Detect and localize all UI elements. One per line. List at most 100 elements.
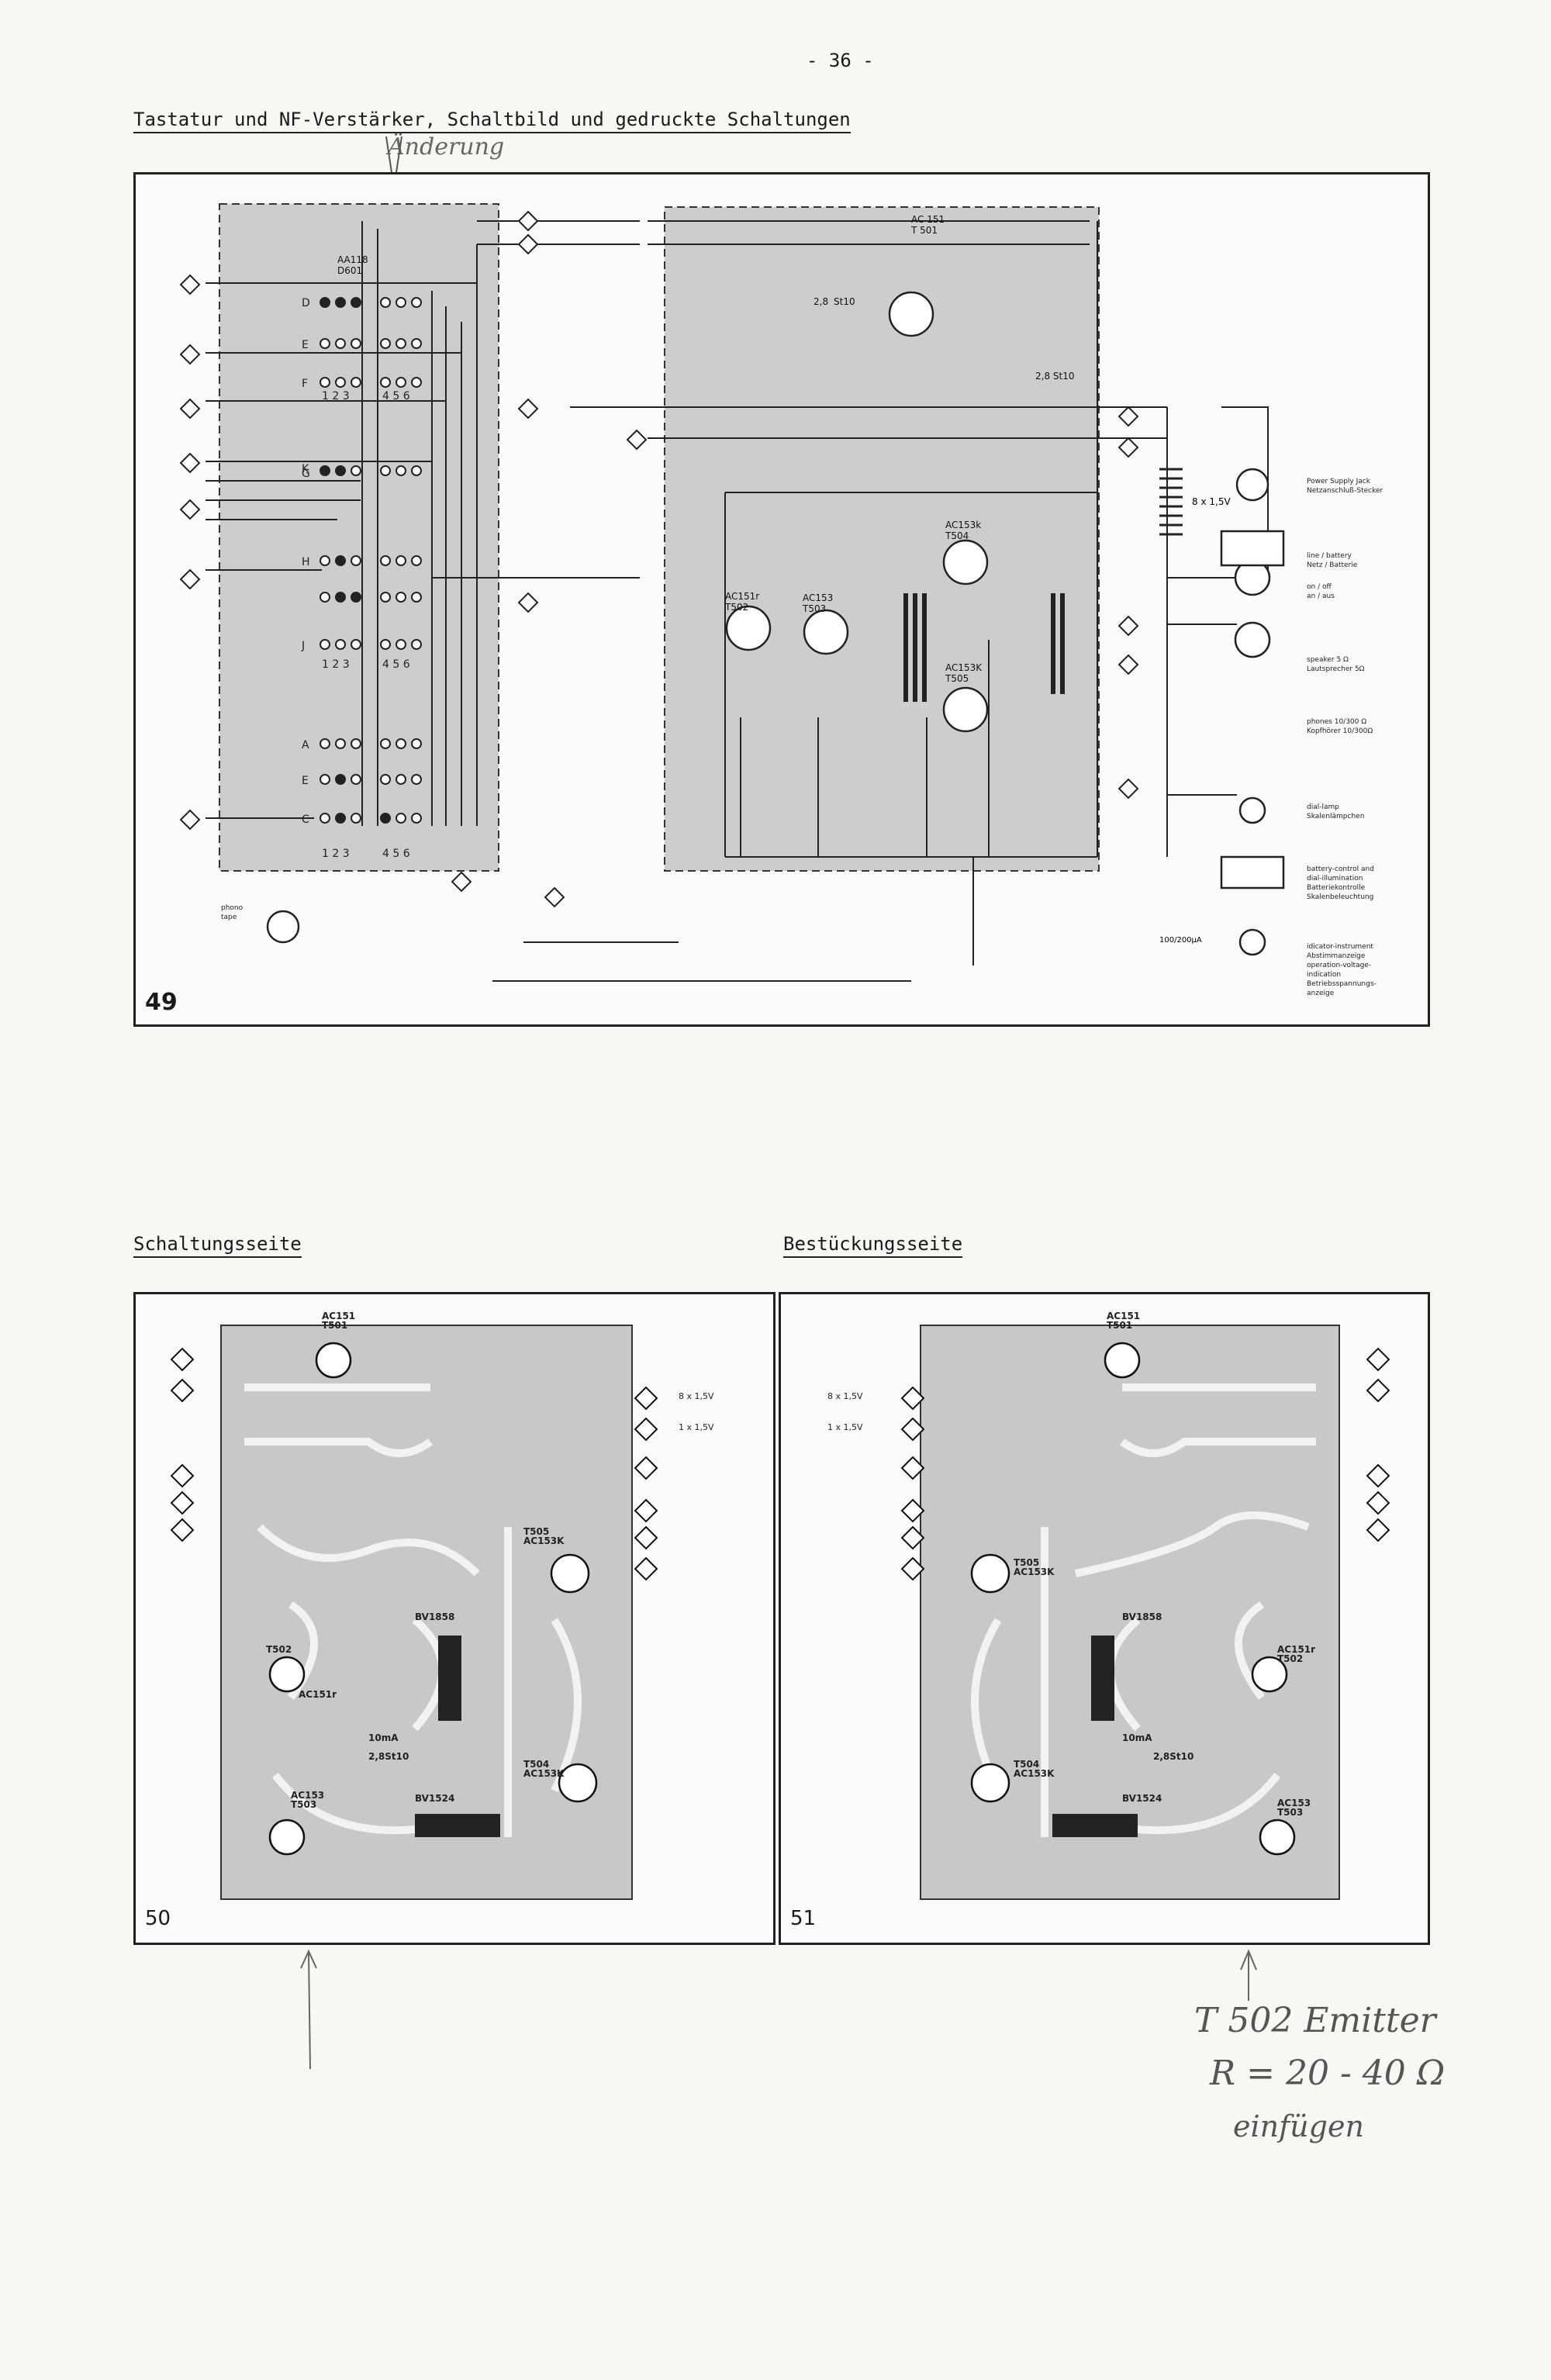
transistor-symbols [725, 291, 989, 733]
handwritten-note-line1: T 502 Emitter [1194, 2001, 1436, 2040]
pcb-right-battery-1x: 1 x 1,5V [827, 1422, 863, 1432]
pcb-right-arrow [1240, 1949, 1257, 2001]
svg-text:D601: D601 [337, 265, 362, 276]
legend-indicator: idicator-instrument Abstimmanzeige opera… [1307, 943, 1377, 997]
pcb-left-battery-8x: 8 x 1,5V [679, 1391, 714, 1401]
keyboard-block [219, 203, 499, 872]
amplifier-block [664, 206, 1100, 872]
pcb-left-terminals [170, 1347, 658, 1581]
svg-text:E: E [302, 339, 309, 351]
phono-socket [266, 910, 300, 944]
legend-line-battery: line / battery Netz / Batterie [1307, 552, 1358, 569]
svg-text:AC151r: AC151r [725, 591, 759, 602]
pcb-right-bv1858: BV1858 [1122, 1611, 1162, 1622]
pcb-left-t503: AC153 T503 [291, 1790, 325, 1810]
svg-text:2,8: 2,8 [813, 296, 828, 307]
pcb-left-board [220, 1325, 633, 1900]
svg-text:4 5 6: 4 5 6 [382, 658, 410, 671]
legend-power: Power Supply Jack Netzanschluß-Stecker [1307, 478, 1383, 495]
svg-text:AC 151: AC 151 [911, 214, 945, 225]
svg-text:C: C [302, 813, 309, 826]
pcb-left-battery-1x: 1 x 1,5V [679, 1422, 714, 1432]
pcb-right-t501: AC151 T501 [1107, 1311, 1141, 1331]
svg-text:T503: T503 [802, 603, 826, 614]
svg-text:1 2 3: 1 2 3 [322, 848, 350, 860]
pcb-left-figure: AC151 T501 T505 AC153K BV1858 T502 AC151… [133, 1292, 776, 1945]
pcb-right-t505: T505 AC153K [1014, 1557, 1055, 1577]
output-symbols [1220, 468, 1285, 956]
pcb-right-transformers [1052, 1636, 1138, 1837]
pcb-right-t504: T504 AC153K [1014, 1759, 1055, 1779]
svg-text:2,8 St10: 2,8 St10 [1035, 371, 1075, 382]
pcb-left-ac151r: AC151r [299, 1689, 337, 1700]
pcb-left-arrow [300, 1949, 317, 2070]
svg-text:4 5 6: 4 5 6 [382, 390, 410, 402]
svg-text:T504: T504 [945, 530, 969, 541]
pcb-right-battery-8x: 8 x 1,5V [827, 1391, 863, 1401]
pcb-right-drawing [900, 1325, 1390, 1900]
pcb-left-t501: AC151 T501 [322, 1311, 356, 1331]
battery-label: 8 x 1,5V [1192, 496, 1231, 507]
pcb-left-transformers [415, 1636, 500, 1837]
svg-text:St10: St10 [834, 296, 855, 307]
amplifier-wiring [492, 220, 1269, 982]
svg-text:AC153: AC153 [803, 592, 833, 603]
page-title: Tastatur und NF-Verstärker, Schaltbild u… [133, 109, 851, 133]
top-annotation: Änderung [388, 133, 505, 161]
transformers [903, 593, 1065, 702]
svg-text:4 5 6: 4 5 6 [382, 848, 410, 860]
battery-stack [1159, 468, 1183, 536]
pcb-right-figure: AC151 T501 T505 AC153K BV1858 AC151r T50… [779, 1292, 1430, 1945]
pcb-right-board [920, 1325, 1340, 1900]
schematic-legend: Power Supply Jack Netzanschluß-Stecker l… [1307, 477, 1423, 998]
pcb-left-t504: T504 AC153K [523, 1759, 565, 1779]
svg-text:K: K [302, 463, 309, 475]
svg-text:T502: T502 [724, 602, 748, 613]
svg-text:T505: T505 [945, 673, 969, 684]
pcb-left-drawing [170, 1325, 658, 1900]
pcb-right-transistors [970, 1342, 1296, 1856]
pcb-left-transistors [268, 1342, 598, 1856]
svg-text:H: H [302, 556, 310, 568]
svg-text:E: E [302, 775, 309, 787]
svg-text:A: A [302, 739, 309, 751]
legend-speaker: speaker 5 Ω Lautsprecher 5Ω [1307, 656, 1365, 673]
pcb-left-diode: 2,8St10 [368, 1751, 409, 1762]
pcb-left-bv1858: BV1858 [415, 1611, 455, 1622]
keyboard-wiring [206, 220, 640, 826]
legend-phones: phones 10/300 Ω Kopfhörer 10/300Ω [1307, 718, 1373, 735]
pcb-left-heading: Schaltungsseite [133, 1233, 302, 1258]
svg-text:1 2 3: 1 2 3 [322, 390, 350, 402]
pcb-right-diode: 2,8St10 [1153, 1751, 1194, 1762]
figure-number-50: 50 [145, 1907, 171, 1930]
page-number: - 36 - [807, 50, 874, 71]
svg-text:G: G [302, 468, 310, 480]
svg-text:F: F [302, 378, 308, 390]
phono-tape-label: phono tape [221, 904, 244, 921]
svg-text:J: J [301, 640, 305, 652]
pcb-left-t502: T502 [266, 1644, 292, 1655]
pcb-right-10ma: 10mA [1122, 1732, 1152, 1743]
keyboard-rows [320, 297, 422, 824]
pcb-right-t502: AC151r T502 [1277, 1644, 1316, 1664]
svg-text:T 501: T 501 [910, 225, 938, 236]
schematic-terminals [179, 210, 1139, 908]
svg-text:1 2 3: 1 2 3 [322, 658, 350, 671]
pcb-right-t503: AC153 T503 [1277, 1798, 1311, 1818]
handwritten-note-line3: einfügen [1233, 2109, 1364, 2143]
legend-battery-control: battery-control and dial-illumination Ba… [1307, 865, 1374, 901]
pcb-left-bv1524: BV1524 [415, 1793, 455, 1804]
pcb-left-t505: T505 AC153K [523, 1526, 565, 1546]
pcb-right-heading: Bestückungsseite [783, 1233, 963, 1258]
svg-text:AA118: AA118 [337, 254, 368, 265]
meter-label: 100/200µA [1159, 936, 1202, 945]
pcb-left-10ma: 10mA [368, 1732, 399, 1743]
figure-number-51: 51 [790, 1907, 817, 1930]
pcb-left-traces [244, 1383, 582, 1837]
figure-number-49: 49 [145, 989, 178, 1016]
svg-text:AC153k: AC153k [945, 520, 981, 530]
